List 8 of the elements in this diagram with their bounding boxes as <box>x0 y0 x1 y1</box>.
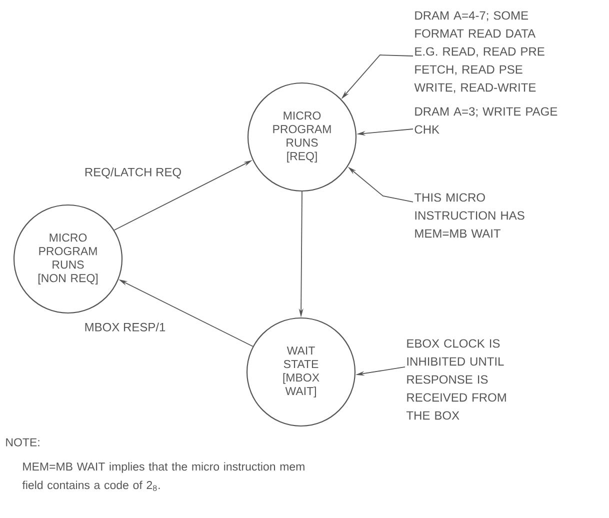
note-text: MEM=MB WAIT implies that the micro instruction mem field contains a code of 2$_{8}$. <box>22 462 304 491</box>
annotation-text: THIS MICRO INSTRUCTION HAS MEM=MB WAIT <box>414 193 524 238</box>
edge-label: MBOX RESP/1 <box>83 322 167 332</box>
annotation-text: EBOX CLOCK IS INHIBITED UNTIL RESPONSE IS RECEIVED FROM THE BOX <box>406 339 506 420</box>
annotation-text: DRAM A=3; WRITE PAGE CHK <box>414 107 558 134</box>
note-text: NOTE: <box>6 438 40 446</box>
annotation-text: DRAM A=4-7; SOME FORMAT READ DATA E.G. READ, READ PRE FETCH, READ PSE WRITE, READ-WRITE <box>414 11 544 94</box>
edge-label: REQ/LATCH REQ <box>83 166 183 180</box>
